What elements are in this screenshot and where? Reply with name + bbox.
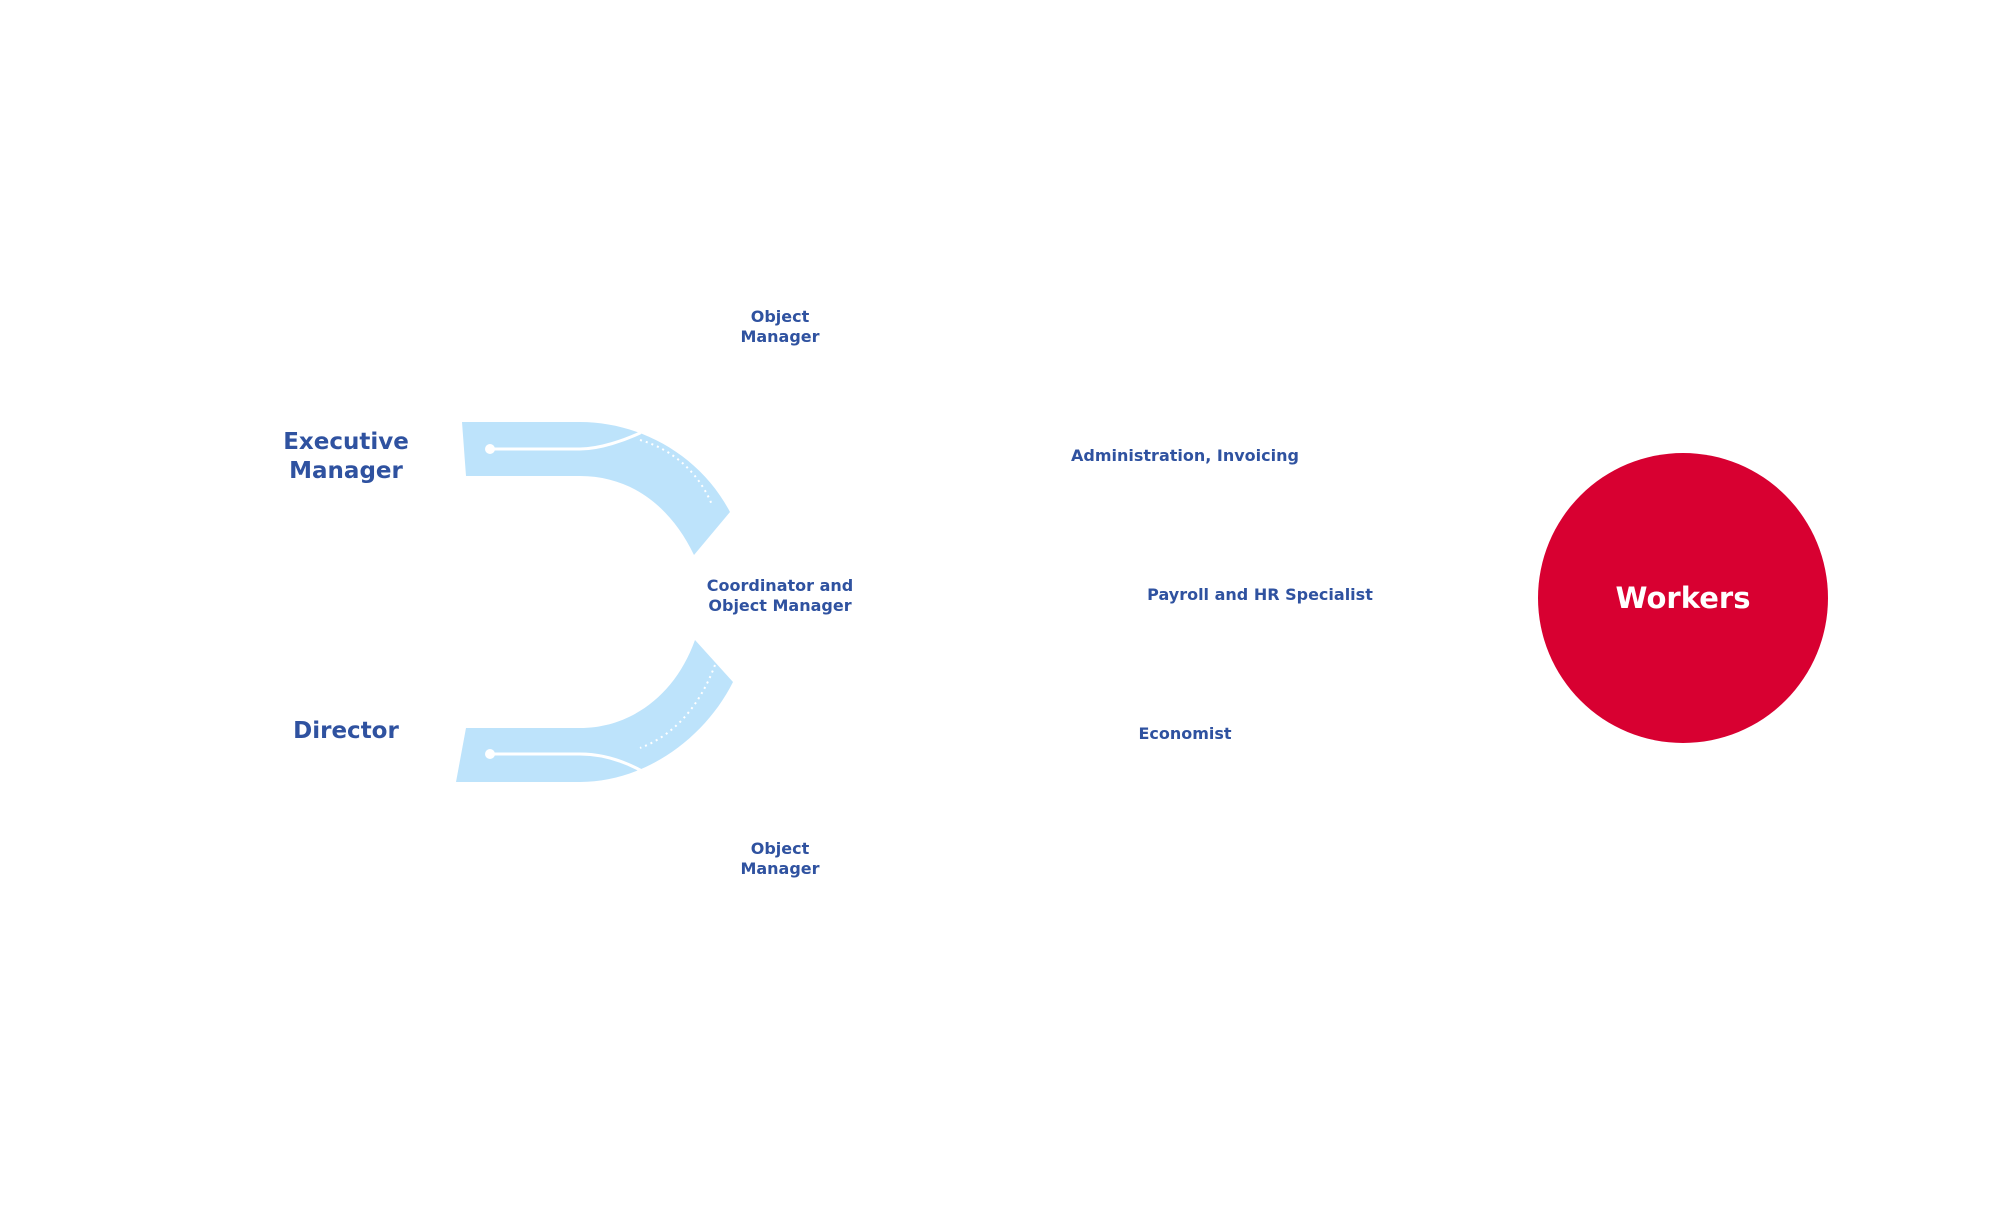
executive-manager-line1: Executive: [283, 429, 409, 455]
lower-road-dotted-guide: [639, 664, 716, 749]
director-label: Director: [266, 717, 426, 746]
upper-road-dot: [485, 444, 495, 454]
object-manager-top-line1: Object: [750, 307, 810, 326]
lower-road-dot: [485, 749, 495, 759]
administration-text: Administration, Invoicing: [1071, 446, 1299, 465]
upper-road-dotted-guide: [639, 439, 713, 506]
object-manager-bottom-line2: Manager: [740, 858, 820, 878]
object-manager-top-line2: Manager: [740, 326, 820, 346]
upper-road: [462, 422, 730, 555]
coordinator-line2: Object Manager: [708, 595, 852, 615]
workers-label: Workers: [1615, 581, 1751, 615]
coordinator-label: Coordinator and Object Manager: [690, 576, 870, 615]
lower-road-lane-line: [488, 752, 642, 772]
economist-text: Economist: [1138, 724, 1232, 743]
lower-road: [456, 640, 733, 782]
executive-manager-line2: Manager: [289, 457, 403, 484]
object-manager-bottom-line1: Object: [750, 839, 810, 858]
payroll-label: Payroll and HR Specialist: [1120, 585, 1400, 605]
payroll-text: Payroll and HR Specialist: [1147, 585, 1373, 604]
object-manager-bottom-label: Object Manager: [710, 839, 850, 878]
director-text: Director: [293, 718, 399, 744]
coordinator-line1: Coordinator and: [706, 576, 854, 595]
object-manager-top-label: Object Manager: [710, 307, 850, 346]
workers-circle: Workers: [1538, 453, 1828, 743]
economist-label: Economist: [1085, 724, 1285, 744]
upper-road-lane-line: [488, 431, 642, 451]
administration-label: Administration, Invoicing: [1050, 446, 1320, 466]
executive-manager-label: Executive Manager: [266, 428, 426, 486]
